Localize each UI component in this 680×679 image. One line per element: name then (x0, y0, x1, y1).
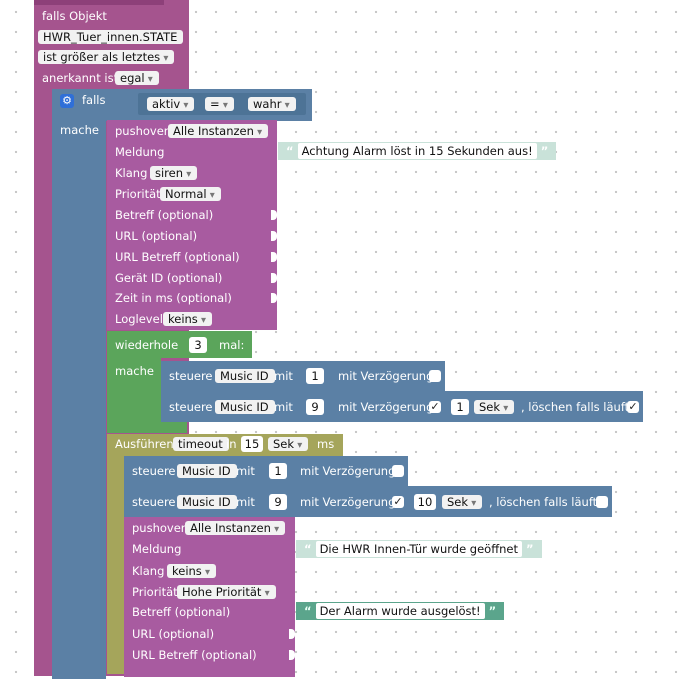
pushover1-url-betreff-label: URL Betreff (optional) (115, 250, 240, 264)
pushover2-klang-label: Klang (132, 564, 165, 578)
pushover1-betreff-input[interactable] (271, 210, 277, 220)
compare-lhs[interactable]: aktiv (147, 97, 195, 111)
steuere4-unit-dropdown[interactable]: Sek (442, 495, 483, 509)
pushover1-url-label: URL (optional) (115, 229, 198, 243)
repeat-mal-label: mal: (219, 338, 245, 352)
steuere2-value[interactable]: 9 (306, 399, 324, 415)
steuere3-label: steuere (132, 464, 176, 478)
pushover1-klang-label: Klang (115, 166, 148, 180)
trigger-top-tab (34, 0, 164, 5)
repeat-label: wiederhole (115, 338, 179, 352)
timeout-value-input[interactable]: 15 (241, 436, 263, 452)
pushover-block-1[interactable] (107, 120, 277, 330)
compare-rhs[interactable]: wahr (248, 97, 296, 111)
pushover2-url-betreff-input[interactable] (289, 650, 295, 660)
pushover2-klang-dropdown[interactable]: keins (167, 564, 217, 578)
timeout-in-label: in (226, 437, 237, 451)
condition-dropdown[interactable]: ist größer als letztes (38, 50, 175, 64)
steuere4-delay-checkbox[interactable]: ✓ (392, 495, 404, 508)
repeat-block-spine (107, 331, 161, 433)
pushover2-prioritaet-label: Priorität (132, 585, 178, 599)
timeout-block-spine (107, 434, 124, 674)
steuere1-delay-label: mit Verzögerung (338, 369, 434, 383)
steuere3-mit: mit (236, 464, 255, 478)
timeout-name-field[interactable]: timeout (173, 437, 229, 451)
falls-label: falls (82, 93, 106, 107)
steuere3-value[interactable]: 1 (269, 463, 287, 479)
steuere2-unit-dropdown[interactable]: Sek (474, 400, 515, 414)
object-id-field[interactable]: HWR_Tuer_innen.STATE (38, 30, 184, 44)
steuere4-label: steuere (132, 495, 176, 509)
steuere1-label: steuere (169, 369, 213, 383)
pushover1-zeit-input[interactable] (271, 293, 277, 303)
pushover2-url-input[interactable] (289, 629, 295, 639)
repeat-mache-label: mache (115, 364, 154, 378)
steuere-block-1[interactable] (161, 361, 445, 391)
steuere2-delay-checkbox[interactable]: ✓ (429, 400, 441, 413)
steuere3-delay-checkbox[interactable] (392, 465, 404, 477)
steuere2-clear-label: , löschen falls läuft (521, 400, 630, 414)
anerkannt-label: anerkannt ist (42, 71, 119, 85)
pushover2-meldung-text[interactable]: Die HWR Innen-Tür wurde geöffnet (315, 541, 523, 557)
pushover1-loglevel-label: Loglevel (115, 312, 163, 326)
pushover2-prioritaet-dropdown[interactable]: Hohe Priorität (177, 585, 276, 599)
pushover1-prioritaet-dropdown[interactable]: Normal (160, 187, 221, 201)
pushover1-instance[interactable]: Alle Instanzen (168, 124, 269, 138)
steuere4-mit: mit (236, 495, 255, 509)
timeout-unit-dropdown[interactable]: Sek (268, 437, 309, 451)
compare-operator[interactable]: = (205, 97, 234, 111)
pushover1-meldung-string[interactable]: “Achtung Alarm löst in 15 Sekunden aus!” (278, 142, 557, 160)
steuere2-target[interactable]: Music ID (215, 400, 275, 414)
falls-objekt-label: falls Objekt (42, 9, 107, 23)
steuere4-delay-value[interactable]: 10 (414, 494, 436, 510)
steuere1-value[interactable]: 1 (306, 368, 324, 384)
pushover1-geraet-input[interactable] (271, 273, 277, 283)
pushover1-url-input[interactable] (271, 231, 277, 241)
pushover1-meldung-label: Meldung (115, 145, 165, 159)
pushover2-url-betreff-label: URL Betreff (optional) (132, 648, 257, 662)
pushover1-klang-dropdown[interactable]: siren (150, 166, 198, 180)
repeat-count-input[interactable]: 3 (189, 337, 207, 353)
steuere4-value[interactable]: 9 (269, 494, 287, 510)
pushover1-url-betreff-input[interactable] (271, 252, 277, 262)
steuere2-delay-label: mit Verzögerung (338, 400, 434, 414)
pushover1-loglevel-dropdown[interactable]: keins (163, 312, 213, 326)
pushover1-meldung-text[interactable]: Achtung Alarm löst in 15 Sekunden aus! (297, 143, 537, 159)
steuere4-target[interactable]: Music ID (177, 495, 237, 509)
steuere4-clear-checkbox[interactable] (596, 496, 608, 508)
pushover2-url-label: URL (optional) (132, 627, 215, 641)
repeat-block-bottom (107, 421, 187, 433)
steuere3-target[interactable]: Music ID (177, 464, 237, 478)
steuere4-clear-label: , löschen falls läuft (489, 495, 598, 509)
pushover2-betreff-text[interactable]: Der Alarm wurde ausgelöst! (315, 603, 485, 619)
steuere-block-3[interactable] (124, 456, 408, 486)
steuere2-mit: mit (274, 400, 293, 414)
if-block-spine (52, 89, 106, 679)
gear-icon[interactable]: ⚙ (60, 94, 74, 108)
pushover1-betreff-label: Betreff (optional) (115, 208, 214, 222)
steuere4-delay-label: mit Verzögerung (300, 495, 396, 509)
pushover1-zeit-label: Zeit in ms (optional) (115, 291, 232, 305)
pushover2-betreff-string[interactable]: “Der Alarm wurde ausgelöst!” (296, 602, 505, 620)
pushover1-title: pushover (115, 124, 169, 138)
pushover2-title: pushover (132, 521, 186, 535)
anerkannt-dropdown[interactable]: egal (115, 71, 159, 85)
pushover1-geraet-label: Gerät ID (optional) (115, 271, 223, 285)
timeout-label: Ausführen (115, 437, 174, 451)
pushover2-meldung-label: Meldung (132, 542, 182, 556)
steuere3-delay-label: mit Verzögerung (300, 464, 396, 478)
steuere2-label: steuere (169, 400, 213, 414)
pushover2-meldung-string[interactable]: “Die HWR Innen-Tür wurde geöffnet” (296, 540, 542, 558)
pushover2-instance[interactable]: Alle Instanzen (185, 521, 286, 535)
steuere1-delay-checkbox[interactable] (429, 370, 441, 382)
pushover1-prioritaet-label: Priorität (115, 187, 161, 201)
mache-label: mache (60, 123, 99, 137)
steuere1-mit: mit (274, 369, 293, 383)
steuere2-clear-checkbox[interactable]: ✓ (627, 400, 639, 413)
timeout-ms-label: ms (317, 437, 335, 451)
steuere2-delay-value[interactable]: 1 (451, 399, 469, 415)
steuere1-target[interactable]: Music ID (215, 369, 275, 383)
pushover2-betreff-label: Betreff (optional) (132, 605, 231, 619)
